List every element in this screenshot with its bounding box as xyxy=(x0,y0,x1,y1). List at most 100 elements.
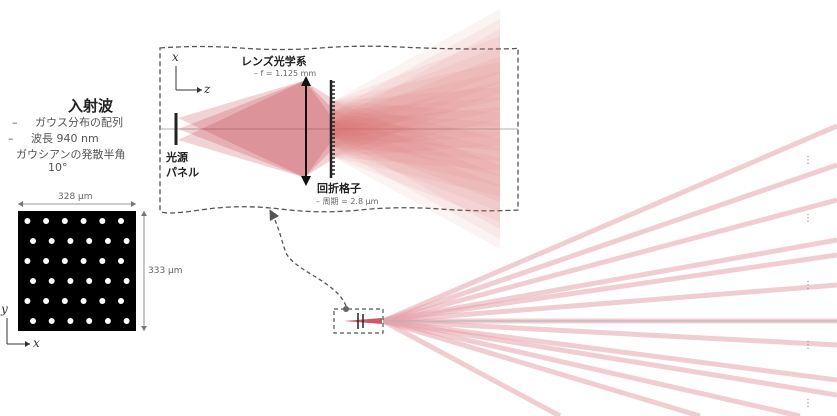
incident-wave-title: 入射波 xyxy=(68,97,114,115)
incident-item-divergence: ガウシアンの発散半角 xyxy=(16,148,126,161)
array-dot xyxy=(118,218,124,224)
source-label-line2: パネル xyxy=(166,166,199,179)
diffracted-beam xyxy=(333,19,500,147)
array-dot xyxy=(123,238,130,244)
array-dot xyxy=(86,278,93,284)
array-dot xyxy=(61,298,68,304)
incident-bullet-2: – 波長 940 nm xyxy=(8,130,99,146)
inset-axis-x-label: x xyxy=(172,50,179,64)
side-marker: ⋮ xyxy=(803,213,813,224)
source-to-lens-beam xyxy=(178,80,306,178)
array-dot xyxy=(123,278,130,284)
array-dot xyxy=(48,278,55,284)
far-field-ray xyxy=(382,318,801,416)
lens-to-grating-beam xyxy=(306,82,333,176)
array-dot xyxy=(118,258,124,264)
width-arrow-left xyxy=(18,201,23,207)
array-dot xyxy=(99,298,106,304)
array-dot xyxy=(86,238,93,244)
lens-to-grating-beam xyxy=(306,82,333,176)
lens-to-grating-beam xyxy=(306,82,333,176)
array-dot xyxy=(24,298,31,304)
array-dot xyxy=(86,318,93,324)
array-height-label: 333 µm xyxy=(148,266,183,276)
array-dot xyxy=(30,278,36,284)
far-field-diffraction-fan xyxy=(381,123,837,416)
diffracted-beam xyxy=(333,87,500,152)
source-to-lens-beam xyxy=(178,80,306,178)
incident-item-angle: 10° xyxy=(48,161,68,174)
side-marker: ⋮ xyxy=(803,155,813,166)
array-dots xyxy=(24,218,130,324)
array-dot xyxy=(30,238,36,244)
incident-item-wavelength: 波長 940 nm xyxy=(31,132,99,145)
array-square xyxy=(18,211,136,331)
array-axis-x-arrow xyxy=(25,341,30,347)
far-field-ray xyxy=(382,197,837,324)
diffracted-beam xyxy=(333,97,500,161)
far-field-ray xyxy=(382,162,837,324)
incident-bullet-1: – ガウス分布の配列 xyxy=(12,114,123,130)
diffracted-beam xyxy=(333,111,500,212)
height-arrow-bottom xyxy=(141,326,147,331)
bullet-marker: – xyxy=(8,132,14,145)
array-dot xyxy=(67,318,74,324)
diffracted-beam xyxy=(333,101,500,230)
inset-dashed-border xyxy=(159,45,519,214)
array-dot xyxy=(43,218,50,224)
diffracted-beam xyxy=(333,9,500,138)
inset-axis-z-arrow xyxy=(197,87,202,93)
inset-beams xyxy=(178,9,500,249)
array-dot xyxy=(61,218,68,224)
array-dot xyxy=(104,238,111,244)
far-field-ray xyxy=(382,123,837,324)
source-to-lens-beam xyxy=(178,80,306,178)
diffracted-beam xyxy=(333,111,500,187)
array-dot xyxy=(48,318,55,324)
diffracted-beam xyxy=(333,36,500,138)
diffracted-beam xyxy=(333,46,500,147)
incident-item-array: ガウス分布の配列 xyxy=(35,116,123,129)
array-dot xyxy=(43,258,50,264)
array-dot xyxy=(80,218,87,224)
side-marker: ⋮ xyxy=(803,398,813,409)
height-arrow-top xyxy=(141,211,147,216)
side-marker: ⋮ xyxy=(803,340,813,351)
lens-arrow-bottom xyxy=(301,176,311,186)
inset-axis-z-label: z xyxy=(204,82,211,96)
side-marker: ⋮ xyxy=(803,280,813,291)
array-dot xyxy=(48,238,55,244)
array-width-label: 328 µm xyxy=(58,192,93,202)
diffracted-beam xyxy=(333,28,500,157)
zoom-connector-arrow xyxy=(269,209,347,307)
diffracted-beam xyxy=(333,106,500,171)
far-field-ray xyxy=(382,282,837,324)
diffraction-grating xyxy=(329,80,335,178)
array-dot xyxy=(24,258,31,264)
diffracted-beam xyxy=(333,120,500,222)
diffracted-beam xyxy=(333,55,500,157)
diffracted-beam xyxy=(333,81,500,157)
diffracted-beam xyxy=(333,61,500,138)
array-dot xyxy=(99,218,106,224)
diffracted-beam xyxy=(333,101,500,177)
inset-zoom-panel xyxy=(159,9,519,249)
array-axis-x-label: x xyxy=(33,336,40,350)
diffracted-beam xyxy=(333,120,500,249)
far-field-ray xyxy=(382,318,837,398)
bullet-marker: – xyxy=(12,116,18,129)
array-axis-y-label: y xyxy=(1,302,8,316)
width-arrow-right xyxy=(131,201,136,207)
array-dot xyxy=(24,218,31,224)
array-dot xyxy=(67,278,74,284)
device-connector-dot xyxy=(343,306,349,312)
array-dot xyxy=(61,258,68,264)
array-dot xyxy=(99,258,106,264)
array-dot xyxy=(80,298,87,304)
lens-title: レンズ光学系 xyxy=(241,55,307,68)
far-field-ray xyxy=(382,318,701,416)
far-field-ray xyxy=(382,252,837,324)
array-dot xyxy=(30,318,36,324)
lens-arrow-top xyxy=(301,76,311,86)
array-dot xyxy=(104,278,111,284)
